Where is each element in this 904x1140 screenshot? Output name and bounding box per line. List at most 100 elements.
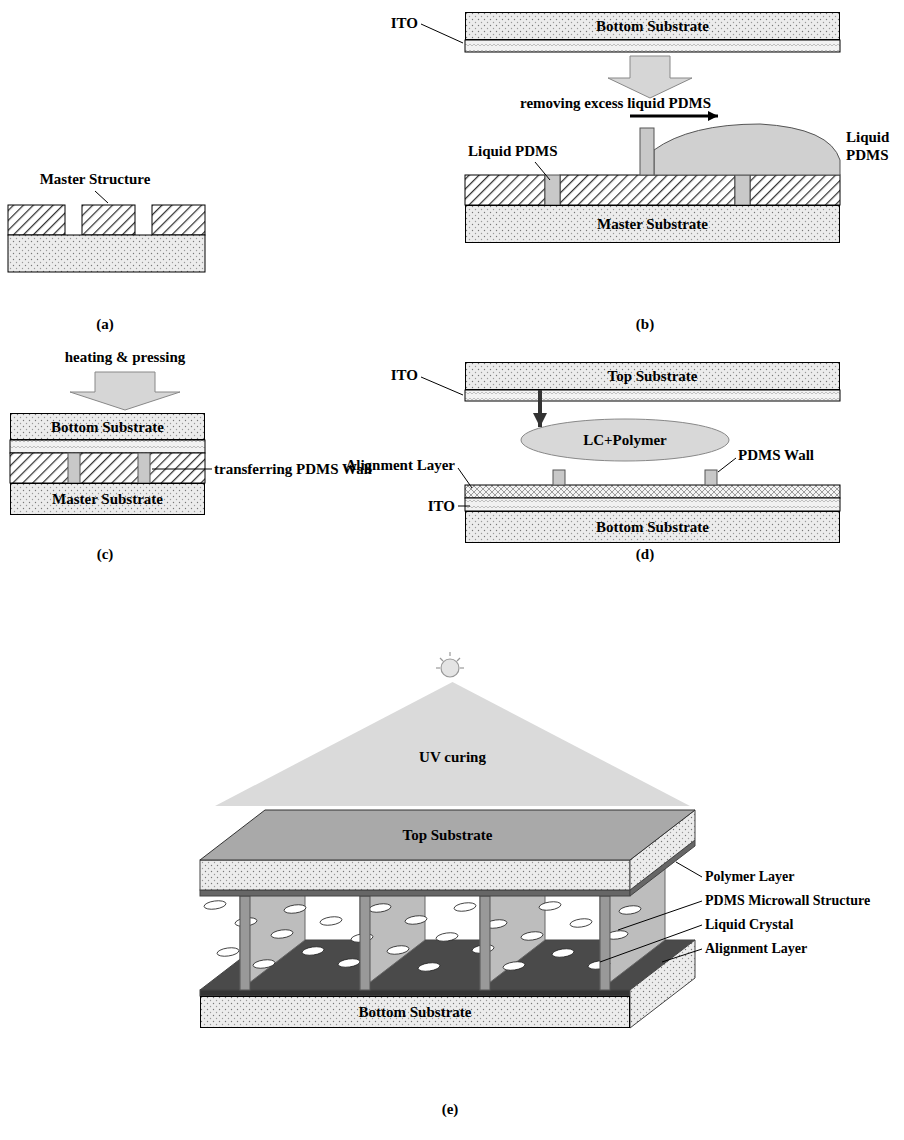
ito-layer (10, 440, 205, 453)
block-arrow (608, 56, 692, 98)
master-structure (10, 453, 205, 483)
leader-line (618, 901, 702, 930)
pdms-microwall (480, 896, 490, 990)
liquid-crystal (619, 905, 642, 916)
layer-name: Bottom Substrate (596, 518, 709, 536)
pdms-microwall (240, 896, 610, 990)
leader-line (718, 458, 736, 472)
substrate-layer: Master Substrate (465, 205, 840, 243)
part-label: PDMS Microwall Structure (705, 892, 870, 910)
master-structure (465, 175, 840, 205)
leader-line (535, 162, 550, 180)
panel-letter: (d) (636, 545, 654, 563)
pdms-wall (705, 470, 717, 485)
part-label: Liquid PDMS (468, 142, 558, 160)
layer-name: Bottom Substrate (596, 17, 709, 35)
substrate-layer: Bottom Substrate (10, 413, 205, 440)
leader-line (421, 24, 463, 43)
part-label: Liquid PDMS (846, 128, 900, 164)
uv-lamp (441, 659, 459, 677)
liquid-pdms (545, 124, 840, 205)
substrate (8, 235, 205, 272)
material-ellipse: LC+Polymer (520, 418, 730, 462)
uv-lamp (440, 658, 443, 661)
liquid-crystal (284, 904, 307, 915)
part-label: Alignment Layer (345, 456, 455, 474)
panel-letter: (c) (97, 545, 114, 563)
part-label: removing excess liquid PDMS (520, 94, 711, 112)
part-label: ITO (428, 497, 455, 515)
bottom-substrate-3d (200, 990, 630, 996)
ito-layer (465, 40, 840, 52)
leader-line (662, 949, 702, 962)
liquid-crystal (217, 947, 240, 958)
top-substrate-3d (200, 860, 630, 890)
direction-arrow (630, 115, 718, 118)
master-structure (750, 175, 840, 205)
uv-lamp (460, 667, 464, 668)
layer-name: UV curing (419, 748, 486, 766)
layer-name: Top Substrate (403, 826, 493, 844)
liquid-pdms (654, 124, 840, 175)
ito-layer (465, 390, 840, 401)
part-label: ITO (391, 14, 418, 32)
liquid-pdms (640, 128, 654, 175)
layer-name: Bottom Substrate (359, 1003, 472, 1021)
pdms-microwall (360, 896, 370, 990)
leader-line (676, 862, 702, 877)
panel-letter: (e) (442, 1100, 459, 1118)
liquid-pdms (545, 175, 560, 205)
substrate-layer: Bottom Substrate (465, 511, 840, 543)
master-structure (8, 205, 205, 235)
substrate-face: Top Substrate (200, 810, 695, 860)
master-structure (82, 205, 135, 235)
liquid-crystal (271, 929, 294, 940)
pdms-wall (68, 453, 150, 483)
liquid-crystal (503, 961, 526, 972)
part-label: Master Structure (40, 170, 151, 188)
part-label: PDMS Wall (738, 446, 814, 464)
part-label: Alignment Layer (705, 940, 807, 958)
master-structure (152, 205, 205, 235)
liquid-crystal (570, 918, 593, 929)
liquid-pdms (735, 175, 750, 205)
light-cone (215, 682, 690, 806)
panel-letter: (b) (636, 315, 654, 333)
substrate-layer: Master Substrate (10, 483, 205, 515)
part-label: ITO (391, 366, 418, 384)
liquid-crystal (387, 945, 410, 956)
block-arrow (70, 372, 180, 410)
liquid-crystal (552, 948, 575, 959)
pdms-wall (138, 453, 150, 483)
light-cone: UV curing (215, 682, 690, 806)
liquid-crystal (418, 962, 441, 973)
liquid-crystal (204, 900, 642, 973)
leader-line (458, 506, 470, 507)
liquid-crystal (338, 958, 361, 969)
pdms-microwall (600, 896, 610, 990)
uv-lamp (436, 667, 440, 668)
pdms-microwall (240, 896, 250, 990)
top-substrate-3d (200, 890, 630, 896)
substrate-layer: Top Substrate (465, 362, 840, 390)
liquid-crystal (539, 901, 562, 912)
layer-name: Master Substrate (52, 490, 163, 508)
layer-name: Bottom Substrate (51, 418, 164, 436)
process-arrow (538, 390, 542, 427)
uv-lamp (449, 652, 450, 656)
part-label: heating & pressing (65, 348, 186, 366)
leader-line (458, 468, 472, 488)
liquid-crystal (436, 932, 459, 943)
pdms-wall (553, 470, 565, 485)
panel-letter: (a) (96, 315, 114, 333)
liquid-crystal (302, 946, 325, 957)
leader-line (152, 469, 212, 470)
leader-line (95, 191, 108, 203)
alignment-layer (465, 485, 840, 498)
master-structure (8, 205, 65, 235)
liquid-crystal (454, 902, 477, 913)
liquid-crystal (320, 916, 343, 927)
substrate-layer: Bottom Substrate (465, 12, 840, 40)
pdms-wall (68, 453, 80, 483)
layer-name: LC+Polymer (583, 431, 667, 449)
